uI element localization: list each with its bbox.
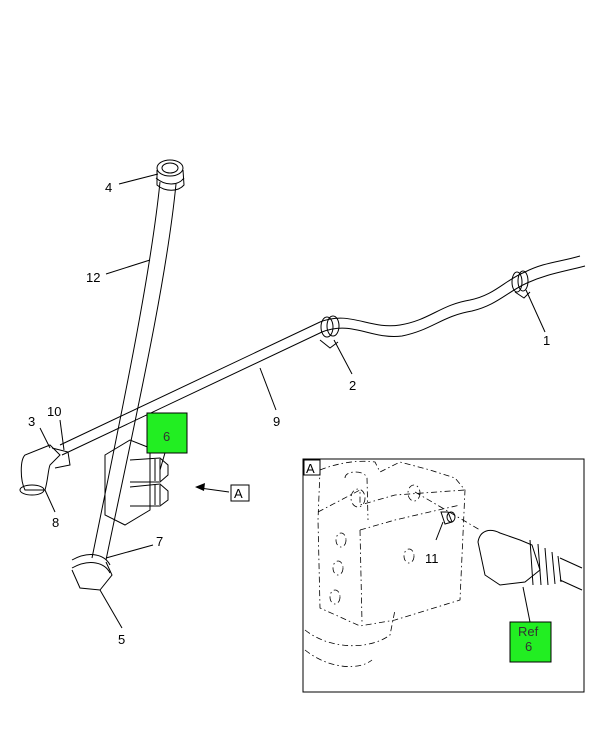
leader-lines	[39, 173, 546, 629]
callout-11[interactable]: 11	[425, 551, 439, 566]
hose-12	[91, 159, 185, 561]
part-6-highlight[interactable]: 6	[146, 412, 188, 454]
detail-view-a: A 11 Ref 6	[302, 458, 585, 693]
callout-8[interactable]: 8	[52, 515, 59, 530]
callout-10[interactable]: 10	[47, 404, 61, 419]
hose-end-fitting	[71, 554, 113, 591]
clamp-2	[319, 315, 340, 349]
tube-9	[59, 255, 586, 456]
callout-12[interactable]: 12	[86, 270, 100, 285]
arrow-icon	[195, 483, 205, 491]
ref-label: Ref	[518, 624, 539, 639]
elbow-fitting	[19, 444, 71, 496]
valve-block	[104, 439, 169, 526]
callout-2[interactable]: 2	[349, 378, 356, 393]
callout-5[interactable]: 5	[118, 632, 125, 647]
callout-4[interactable]: 4	[105, 180, 112, 195]
inset-label: A	[306, 461, 315, 476]
view-marker-a[interactable]: A	[230, 484, 250, 502]
callout-1[interactable]: 1	[543, 333, 550, 348]
callout-7[interactable]: 7	[156, 534, 163, 549]
callout-9[interactable]: 9	[273, 414, 280, 429]
callout-6[interactable]: 6	[163, 429, 170, 444]
clamp-1	[511, 270, 531, 299]
callout-3[interactable]: 3	[28, 414, 35, 429]
view-marker-label: A	[234, 486, 243, 501]
ref-number: 6	[525, 639, 532, 654]
ref-6-highlight[interactable]: Ref 6	[509, 621, 552, 663]
